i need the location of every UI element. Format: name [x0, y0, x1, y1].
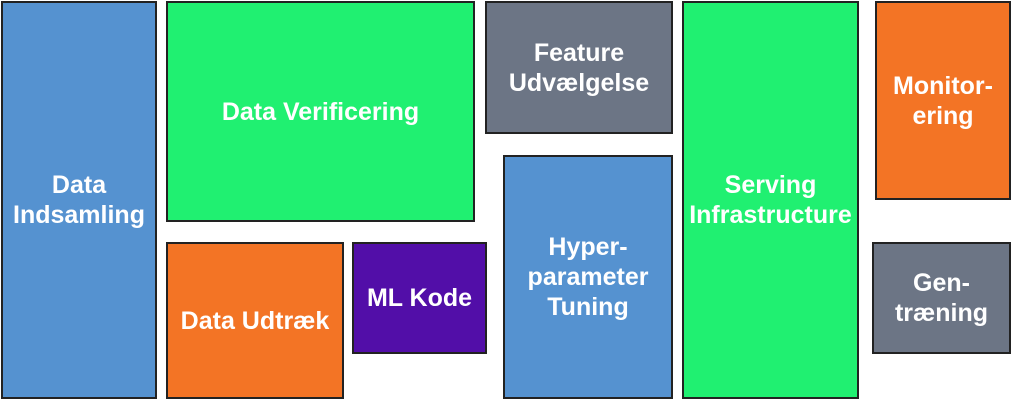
- serving-infrastructure-block: Serving Infrastructure: [682, 1, 859, 399]
- feature-udvaelgelse-label: Feature Udvælgelse: [508, 38, 650, 97]
- ml-kode-label: ML Kode: [366, 284, 473, 312]
- gentraening-block: Gen- træning: [872, 242, 1011, 354]
- serving-infrastructure-label: Serving Infrastructure: [689, 171, 852, 229]
- data-udtraek-label: Data Udtræk: [180, 306, 330, 335]
- monitorering-label: Monitor- ering: [893, 71, 993, 130]
- hyperparameter-tuning-label: Hyper- parameter Tuning: [527, 233, 649, 321]
- data-verificering-label: Data Verificering: [221, 97, 420, 126]
- gentraening-label: Gen- træning: [894, 269, 989, 327]
- ml-kode-block: ML Kode: [352, 242, 487, 354]
- monitorering-block: Monitor- ering: [875, 1, 1011, 200]
- data-udtraek-block: Data Udtræk: [166, 242, 344, 399]
- data-indsamling-label: Data Indsamling: [13, 171, 145, 229]
- data-verificering-block: Data Verificering: [166, 1, 475, 222]
- hyperparameter-tuning-block: Hyper- parameter Tuning: [503, 155, 673, 399]
- data-indsamling-block: Data Indsamling: [1, 1, 157, 399]
- feature-udvaelgelse-block: Feature Udvælgelse: [485, 1, 673, 134]
